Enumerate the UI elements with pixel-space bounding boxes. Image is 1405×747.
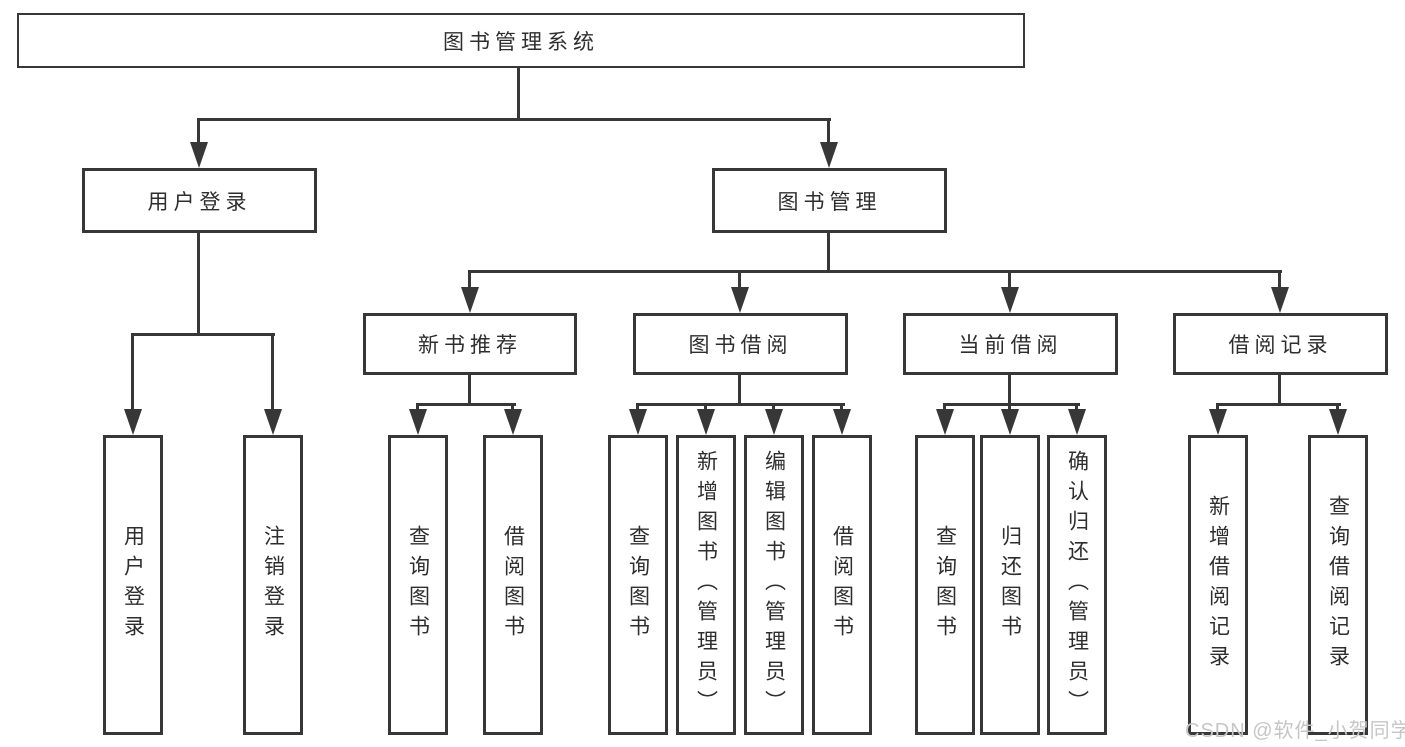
node-label: 查询图书: [406, 525, 430, 645]
connector-line: [1008, 403, 1011, 413]
connector-line: [271, 333, 274, 413]
arrow-down-icon: [697, 409, 715, 435]
connector-line: [772, 403, 775, 413]
arrow-down-icon: [504, 409, 522, 435]
node-label: 当前借阅: [958, 334, 1063, 357]
arrow-down-icon: [461, 287, 479, 313]
node-label: 编辑图书（管理员）: [762, 450, 786, 720]
arrow-down-icon: [1001, 409, 1019, 435]
node-bb-query-books: 查询图书: [608, 435, 668, 735]
arrow-down-icon: [124, 409, 142, 435]
watermark: CSDN @软件_小贺同学: [1185, 720, 1405, 742]
node-label: 查询图书: [626, 525, 650, 645]
connector-line: [416, 403, 419, 413]
node-label: 借阅记录: [1228, 334, 1333, 357]
node-label: 图书管理: [777, 190, 882, 214]
connector-line: [1278, 375, 1281, 405]
connector-line: [840, 403, 843, 413]
node-label: 归还图书: [998, 525, 1022, 645]
node-label: 图书借阅: [688, 334, 793, 357]
node-nb-borrow-books: 借阅图书: [483, 435, 543, 735]
connector-line: [416, 403, 516, 406]
connector-line: [1216, 403, 1341, 406]
arrow-down-icon: [1001, 287, 1019, 313]
connector-line: [636, 403, 639, 413]
connector-line: [511, 403, 514, 413]
connector-line: [198, 118, 831, 121]
node-br-add-record: 新增借阅记录: [1188, 435, 1248, 735]
arrow-down-icon: [765, 409, 783, 435]
node-new-book-recommendation: 新书推荐: [363, 313, 577, 375]
node-library-management-system: 图书管理系统: [17, 13, 1025, 68]
arrow-down-icon: [731, 287, 749, 313]
node-user-login-leaf: 用户登录: [103, 435, 163, 735]
node-br-query-record: 查询借阅记录: [1308, 435, 1368, 735]
arrow-down-icon: [1271, 287, 1289, 313]
node-label: 用户登录: [121, 525, 145, 645]
connector-line: [197, 233, 200, 335]
arrow-down-icon: [264, 409, 282, 435]
connector-line: [827, 233, 830, 272]
node-user-login: 用户登录: [82, 168, 317, 233]
node-nb-query-books: 查询图书: [388, 435, 448, 735]
connector-line: [1336, 403, 1339, 413]
node-label: 借阅图书: [830, 525, 854, 645]
node-label: 借阅图书: [501, 525, 525, 645]
connector-line: [131, 333, 275, 336]
node-bb-edit-books-admin: 编辑图书（管理员）: [744, 435, 804, 735]
connector-line: [468, 270, 1282, 273]
connector-line: [827, 118, 830, 146]
arrow-down-icon: [1329, 409, 1347, 435]
connector-line: [1216, 403, 1219, 413]
node-label: 确认归还（管理员）: [1065, 450, 1089, 720]
node-label: 查询图书: [933, 525, 957, 645]
connector-line: [1075, 403, 1078, 413]
node-label: 新增图书（管理员）: [694, 450, 718, 720]
arrow-down-icon: [833, 409, 851, 435]
arrow-down-icon: [1209, 409, 1227, 435]
node-label: 图书管理系统: [443, 30, 599, 54]
arrow-down-icon: [936, 409, 954, 435]
connector-line: [738, 375, 741, 405]
connector-line: [131, 333, 134, 413]
arrow-down-icon: [629, 409, 647, 435]
connector-line: [943, 403, 1080, 406]
node-label: 注销登录: [261, 525, 285, 645]
node-bb-add-books-admin: 新增图书（管理员）: [676, 435, 736, 735]
node-current-borrowing: 当前借阅: [903, 313, 1118, 375]
node-book-management: 图书管理: [712, 168, 947, 233]
connector-line: [943, 403, 946, 413]
connector-line: [738, 270, 741, 291]
node-cb-confirm-return-admin: 确认归还（管理员）: [1047, 435, 1107, 735]
connector-line: [704, 403, 707, 413]
node-borrowing-records: 借阅记录: [1173, 313, 1388, 375]
connector-line: [1008, 375, 1011, 405]
connector-line: [468, 375, 471, 405]
arrow-down-icon: [1068, 409, 1086, 435]
node-cb-return-books: 归还图书: [980, 435, 1040, 735]
connector-line: [517, 68, 520, 120]
node-bb-borrow-books: 借阅图书: [812, 435, 872, 735]
node-label: 新书推荐: [418, 334, 522, 357]
arrow-down-icon: [190, 142, 208, 168]
node-label: 新增借阅记录: [1206, 495, 1230, 675]
connector-line: [636, 403, 845, 406]
connector-line: [468, 270, 471, 291]
node-cb-query-books: 查询图书: [915, 435, 975, 735]
node-label: 用户登录: [147, 190, 252, 214]
connector-line: [1278, 270, 1281, 291]
connector-line: [197, 118, 200, 146]
node-book-borrowing: 图书借阅: [633, 313, 848, 375]
arrow-down-icon: [409, 409, 427, 435]
node-logout: 注销登录: [243, 435, 303, 735]
arrow-down-icon: [820, 142, 838, 168]
node-label: 查询借阅记录: [1326, 495, 1350, 675]
connector-line: [1008, 270, 1011, 291]
